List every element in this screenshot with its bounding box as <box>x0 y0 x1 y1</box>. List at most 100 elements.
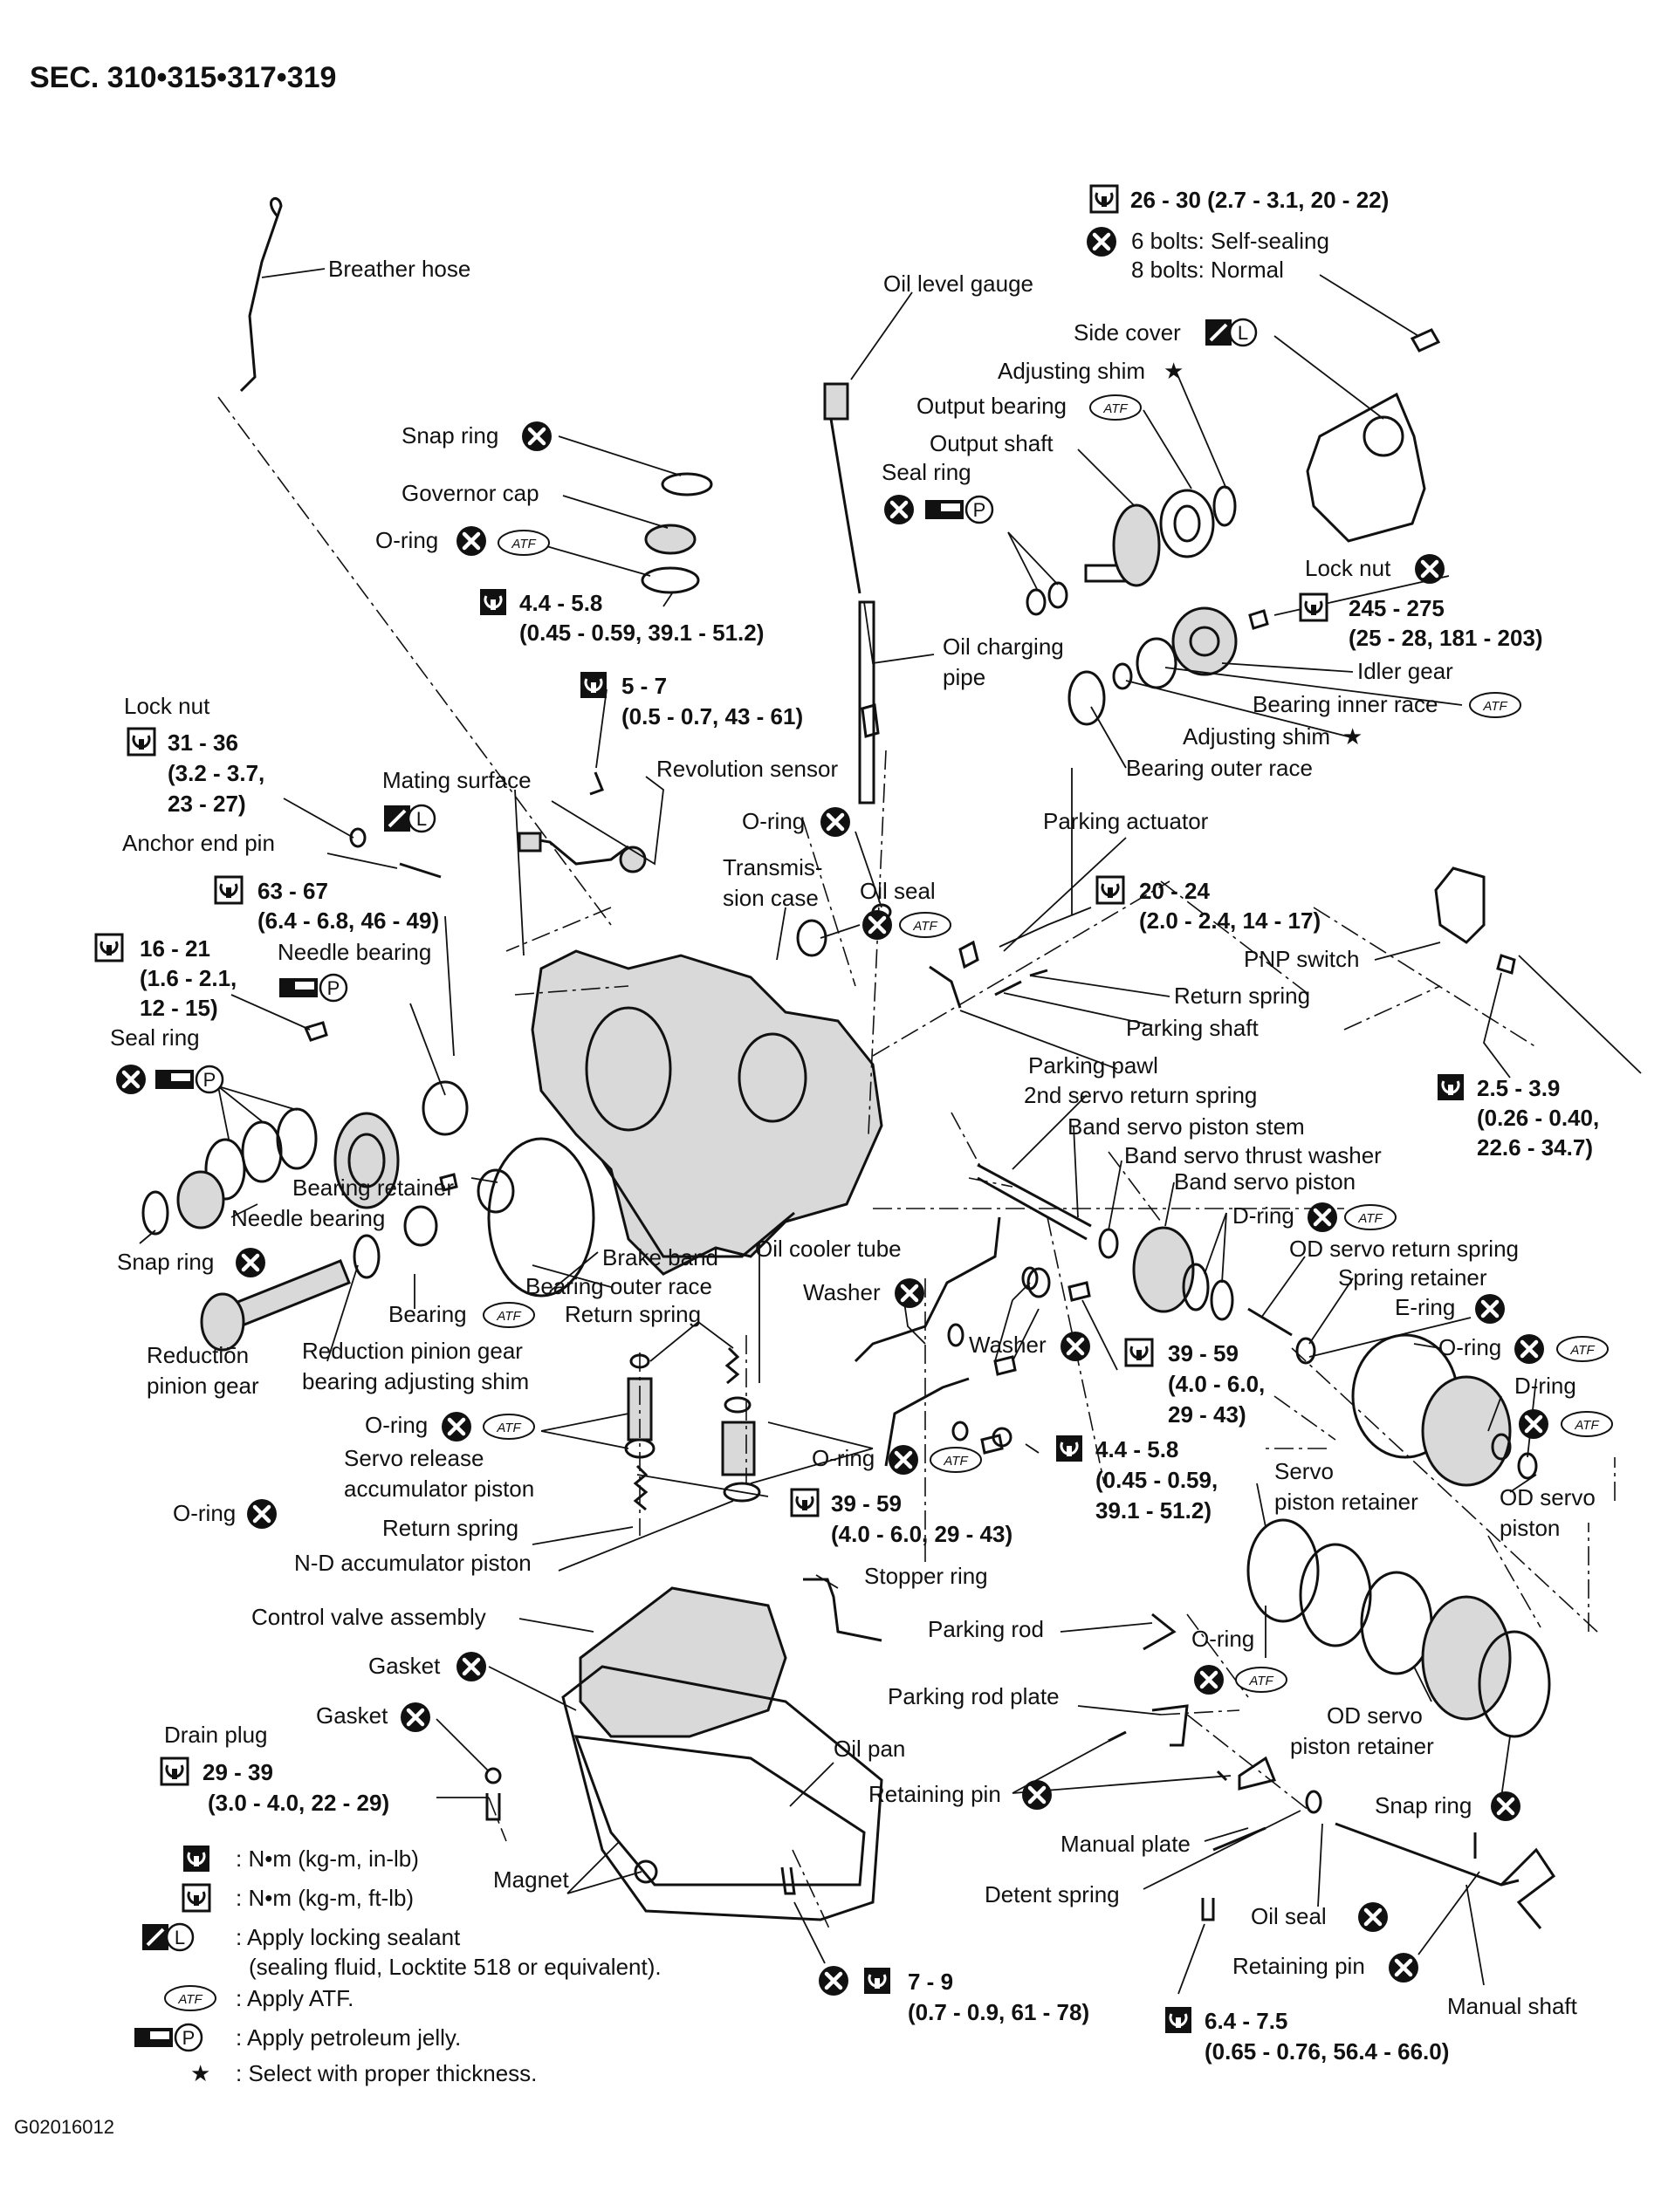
label-o-ring-nd: O-ring <box>812 1445 875 1471</box>
label-bearing-inner-race: Bearing inner race <box>1253 691 1438 717</box>
label-brake-band: Brake band <box>602 1244 718 1270</box>
label-detent-spring: Detent spring <box>985 1881 1120 1907</box>
label-mating-surface: Mating surface <box>382 767 532 793</box>
torque-39a-3: 29 - 43) <box>1168 1401 1246 1428</box>
label-oil-charging-1: Oil charging <box>943 633 1064 660</box>
torque-63-2: (6.4 - 6.8, 46 - 49) <box>257 907 439 934</box>
label-snap-ring-right: Snap ring <box>1375 1792 1472 1818</box>
label-od-servo-piston-2: piston <box>1500 1515 1560 1541</box>
torque-gov-1: 4.4 - 5.8 <box>519 590 602 616</box>
label-servo-release-2: accumulator piston <box>344 1476 534 1502</box>
legend-locking-2: (sealing fluid, Locktite 518 or equivale… <box>249 1954 662 1980</box>
label-transmission-case-2: sion case <box>723 885 819 911</box>
label-reduction-pinion-2: pinion gear <box>147 1373 259 1399</box>
label-lock-nut-right: Lock nut <box>1305 555 1391 581</box>
label-od-servo-return-spring: OD servo return spring <box>1289 1236 1519 1262</box>
label-parking-pawl: Parking pawl <box>1028 1052 1158 1079</box>
label-o-ring-rod: O-ring <box>1191 1626 1254 1652</box>
label-oil-cooler-tube: Oil cooler tube <box>755 1236 902 1262</box>
transmission-case-drawing <box>531 949 883 1276</box>
section-header: SEC. 310•315•317•319 <box>30 61 336 94</box>
label-retaining-pin-2: Retaining pin <box>1232 1953 1365 1979</box>
label-gasket-2: Gasket <box>316 1702 388 1729</box>
torque-gov-2: (0.45 - 0.59, 39.1 - 51.2) <box>519 620 764 646</box>
label-od-servo-retainer-1: OD servo <box>1327 1702 1423 1729</box>
label-revolution-sensor: Revolution sensor <box>656 756 838 782</box>
torque-31-2: (3.2 - 3.7, <box>168 760 264 786</box>
label-washer-1: Washer <box>803 1279 881 1305</box>
label-oil-charging-2: pipe <box>943 664 985 690</box>
torque-16-1: 16 - 21 <box>140 935 210 962</box>
torque-44-2: (0.45 - 0.59, <box>1095 1467 1218 1493</box>
label-nd-accumulator: N-D accumulator piston <box>294 1550 532 1576</box>
legend-star: : Select with proper thickness. <box>236 2060 537 2086</box>
label-snap-ring-gov: Snap ring <box>402 422 498 449</box>
label-reduction-shim-2: bearing adjusting shim <box>302 1368 529 1394</box>
label-parking-rod: Parking rod <box>928 1616 1044 1642</box>
output-shaft-drawing <box>1084 485 1237 587</box>
label-manual-plate: Manual plate <box>1061 1831 1191 1857</box>
torque-20-2: (2.0 - 2.4, 14 - 17) <box>1139 907 1321 934</box>
label-band-servo-piston: Band servo piston <box>1174 1168 1356 1195</box>
torque-39b-1: 39 - 59 <box>831 1490 902 1517</box>
label-transmission-case-1: Transmis- <box>723 854 823 880</box>
label-idler-gear: Idler gear <box>1357 658 1453 684</box>
legend-nm-ft: : N•m (kg-m, ft-lb) <box>236 1885 414 1911</box>
label-e-ring: E-ring <box>1395 1294 1455 1320</box>
label-adjusting-shim-mid: Adjusting shim <box>1183 723 1330 750</box>
label-adjusting-shim-top: Adjusting shim <box>998 358 1145 384</box>
label-parking-rod-plate: Parking rod plate <box>888 1683 1060 1709</box>
label-breather-hose: Breather hose <box>328 256 470 282</box>
label-band-servo-washer: Band servo thrust washer <box>1124 1142 1382 1168</box>
oil-level-gauge-drawing <box>823 382 875 805</box>
legend: : N•m (kg-m, in-lb) : N•m (kg-m, ft-lb) … <box>133 1844 662 2086</box>
label-o-ring-case: O-ring <box>742 808 805 834</box>
label-d-ring-top: D-ring <box>1232 1202 1294 1229</box>
label-spring-retainer: Spring retainer <box>1338 1264 1487 1291</box>
torque-29-2: (3.0 - 4.0, 22 - 29) <box>208 1790 389 1816</box>
torque-39b-2: (4.0 - 6.0, 29 - 43) <box>831 1521 1012 1547</box>
label-o-ring-gov: O-ring <box>375 527 438 553</box>
torque-245-2: (25 - 28, 181 - 203) <box>1349 625 1543 651</box>
label-anchor-end-pin: Anchor end pin <box>122 830 275 856</box>
torque-245-1: 245 - 275 <box>1349 595 1445 621</box>
leader-lines <box>139 268 1642 1995</box>
label-o-ring-left: O-ring <box>173 1500 236 1526</box>
label-bolts-normal: 8 bolts: Normal <box>1131 257 1284 283</box>
label-governor-cap: Governor cap <box>402 480 539 506</box>
torque-64-1: 6.4 - 7.5 <box>1205 2008 1287 2034</box>
torque-25-1: 2.5 - 3.9 <box>1477 1075 1560 1101</box>
label-d-ring-right: D-ring <box>1514 1373 1576 1399</box>
diagram-labels: SEC. 310•315•317•319 Breather hose Oil l… <box>30 61 1613 2065</box>
idler-gear-drawing <box>1067 606 1269 726</box>
torque-16-2: (1.6 - 2.1, <box>140 965 237 991</box>
label-servo-piston-retainer-1: Servo <box>1274 1458 1334 1484</box>
figure-code: G02016012 <box>14 2116 114 2138</box>
label-retaining-pin-1: Retaining pin <box>868 1781 1001 1807</box>
label-output-shaft: Output shaft <box>930 430 1054 456</box>
part-drawings <box>141 197 1556 1929</box>
label-bearing-retainer: Bearing retainer <box>292 1174 454 1201</box>
label-bearing-atf: Bearing <box>388 1301 467 1327</box>
legend-star-symbol: ★ <box>190 2060 210 2086</box>
label-seal-ring-top: Seal ring <box>882 459 971 485</box>
torque-25-2: (0.26 - 0.40, <box>1477 1105 1599 1131</box>
label-seal-ring-left: Seal ring <box>110 1024 200 1051</box>
label-washer-2: Washer <box>969 1332 1047 1358</box>
torque-31-3: 23 - 27) <box>168 791 246 817</box>
control-valve-drawing <box>579 1586 787 1738</box>
label-od-servo-retainer-2: piston retainer <box>1290 1733 1434 1759</box>
torque-25-3: 22.6 - 34.7) <box>1477 1134 1593 1161</box>
label-lock-nut-left: Lock nut <box>124 693 210 719</box>
torque-31-1: 31 - 36 <box>168 729 238 756</box>
label-servo-release-1: Servo release <box>344 1445 484 1471</box>
label-return-spring-acc: Return spring <box>382 1515 518 1541</box>
label-parking-actuator: Parking actuator <box>1043 808 1209 834</box>
torque-64-2: (0.65 - 0.76, 56.4 - 66.0) <box>1205 2038 1449 2065</box>
parking-rod-drawing <box>1143 1613 1177 1651</box>
label-oil-seal-case: Oil seal <box>860 878 936 904</box>
label-bearing-outer-race-low: Bearing outer race <box>525 1273 712 1299</box>
star-adjusting-shim-mid: ★ <box>1342 723 1363 750</box>
label-drain-plug: Drain plug <box>164 1722 268 1748</box>
